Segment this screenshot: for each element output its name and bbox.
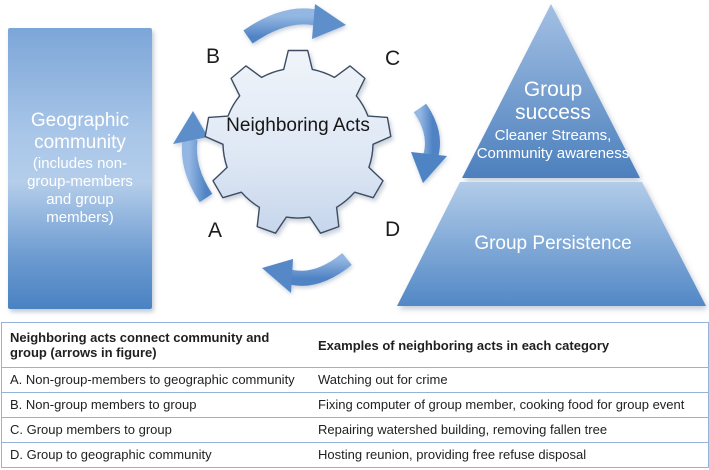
gear-icon bbox=[204, 49, 392, 234]
table-header-examples: Examples of neighboring acts in each cat… bbox=[318, 337, 610, 353]
row-a-example: Watching out for crime bbox=[318, 372, 448, 387]
group-success-label: Group success bbox=[515, 78, 591, 125]
row-d-category: D. Group to geographic community bbox=[10, 447, 212, 462]
row-c-example: Repairing watershed building, removing f… bbox=[318, 422, 608, 437]
table-row: C. Group members to group Repairing wate… bbox=[2, 417, 708, 442]
table-header-category: Neighboring acts connect community and g… bbox=[10, 330, 270, 360]
row-a-category: A. Non-group-members to geographic commu… bbox=[10, 372, 295, 387]
pyramid-top-text: Group success Cleaner Streams, Community… bbox=[455, 78, 651, 163]
table-row: B. Non-group members to group Fixing com… bbox=[2, 392, 708, 417]
acts-table: Neighboring acts connect community and g… bbox=[1, 322, 709, 468]
cycle-arrows bbox=[173, 4, 447, 293]
pyramid-bottom-section bbox=[397, 182, 706, 306]
geographic-community-subtitle: (includes non-group-members and group me… bbox=[27, 155, 133, 227]
row-b-category: B. Non-group members to group bbox=[10, 397, 197, 412]
cycle-arrow-bottom-icon bbox=[262, 253, 352, 293]
table-header-row: Neighboring acts connect community and g… bbox=[2, 323, 708, 367]
row-b-example: Fixing computer of group member, cooking… bbox=[318, 397, 685, 412]
row-d-example: Hosting reunion, providing free refuse d… bbox=[318, 447, 587, 462]
arrow-letter-c: C bbox=[385, 47, 401, 70]
cycle-arrow-right-icon bbox=[411, 103, 447, 183]
cycle-arrow-left-icon bbox=[173, 111, 213, 203]
table-row: D. Group to geographic community Hosting… bbox=[2, 442, 708, 467]
group-success-sublabel: Cleaner Streams, Community awareness bbox=[476, 127, 630, 162]
pyramid-icon bbox=[397, 4, 706, 306]
arrow-letter-b: B bbox=[206, 45, 221, 68]
geographic-community-box: Geographic community (includes non-group… bbox=[8, 28, 152, 309]
geographic-community-title: Geographic community bbox=[30, 109, 130, 153]
pyramid-top-section bbox=[462, 4, 640, 178]
gear-label: Neighboring Acts bbox=[226, 115, 370, 136]
row-c-category: C. Group members to group bbox=[10, 422, 172, 437]
arrow-letter-a: A bbox=[208, 219, 223, 242]
group-persistence-label: Group Persistence bbox=[474, 233, 632, 254]
table-row: A. Non-group-members to geographic commu… bbox=[2, 367, 708, 392]
cycle-arrow-top-icon bbox=[243, 4, 346, 44]
arrow-letter-d: D bbox=[385, 218, 401, 241]
